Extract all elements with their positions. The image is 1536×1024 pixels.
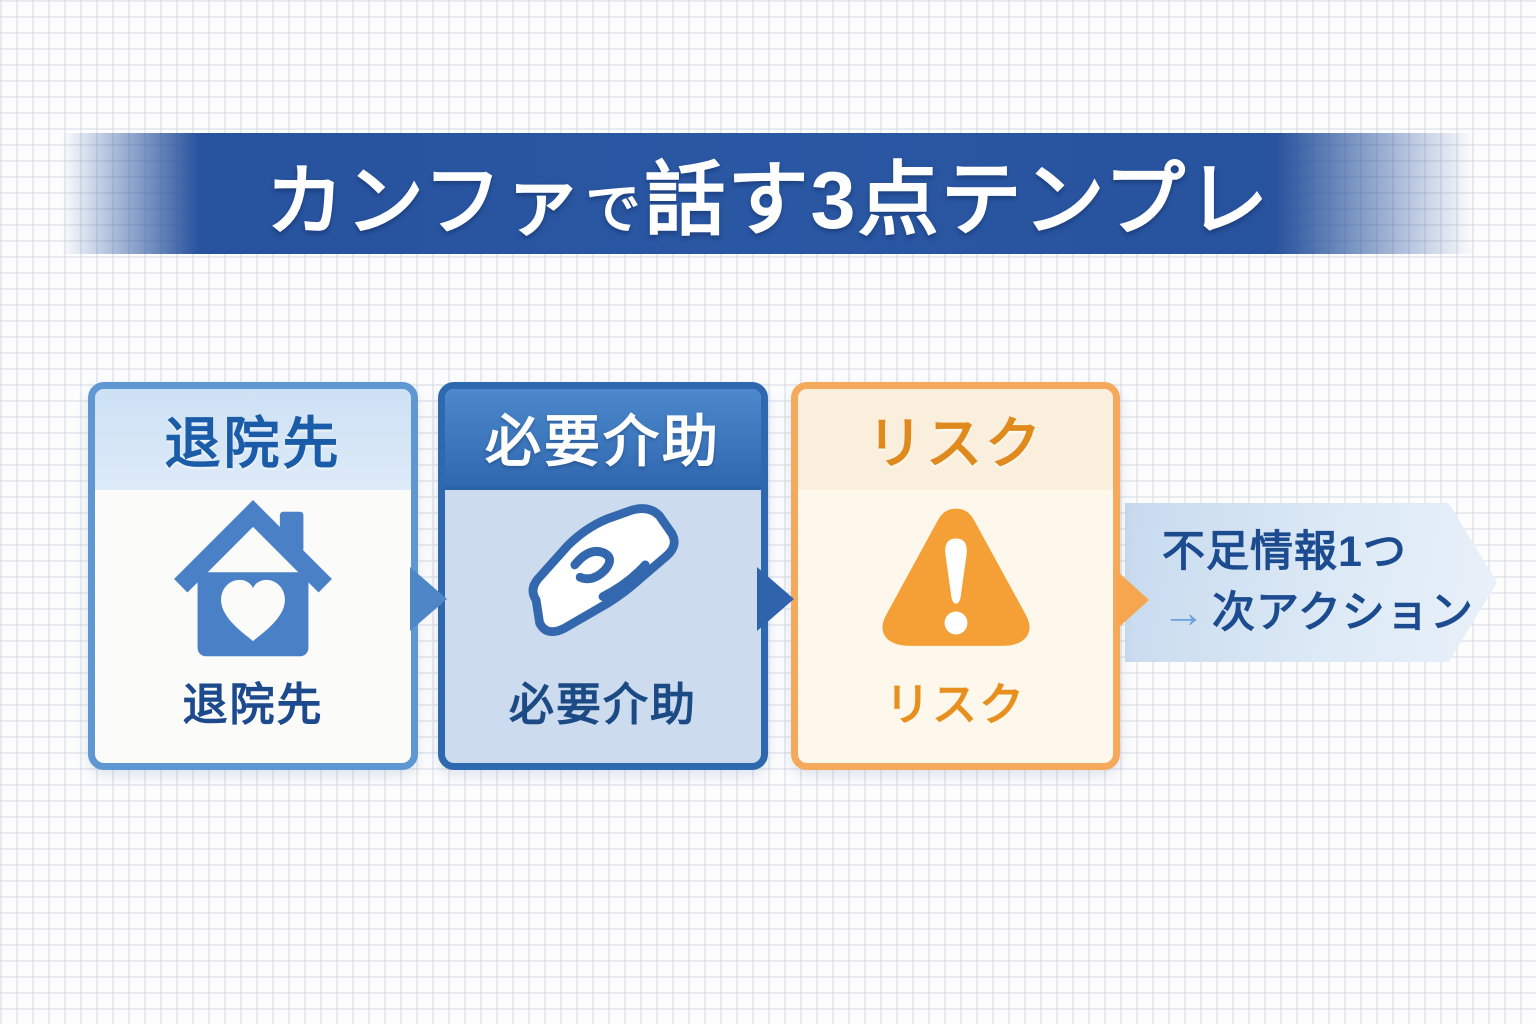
title-band: カンファ で 話す3点テンプレ — [0, 133, 1536, 254]
flow-arrow-1-icon — [410, 567, 447, 631]
card-assistance-label: 必要介助 — [508, 679, 697, 730]
card-discharge-destination: 退院先 退院先 — [88, 382, 418, 770]
outcome-line-1: 不足情報1つ — [1162, 527, 1407, 576]
helping-hand-icon — [515, 491, 691, 667]
card-risk-label: リスク — [884, 679, 1026, 730]
page-title: カンファ で 話す3点テンプレ — [266, 135, 1270, 252]
page-title-rest: 話す3点テンプレ — [644, 156, 1271, 246]
card-assistance-header: 必要介助 — [445, 389, 761, 490]
house-heart-icon — [169, 495, 337, 663]
page-title-particle: で — [585, 178, 643, 240]
outcome-line-2: →次アクション — [1162, 583, 1497, 644]
flow-arrow-2-icon — [757, 567, 794, 631]
card-risk: リスク リスク — [791, 382, 1120, 770]
card-discharge-header: 退院先 — [95, 389, 411, 490]
card-required-assistance: 必要介助 必要介助 — [438, 382, 768, 770]
card-risk-header: リスク — [798, 389, 1113, 490]
outcome-line-2-text: 次アクション — [1212, 588, 1474, 637]
right-arrow-icon: → — [1162, 588, 1206, 637]
card-assistance-body — [445, 490, 761, 668]
card-discharge-body — [95, 490, 411, 668]
flow-arrow-3-icon — [1117, 571, 1149, 629]
card-discharge-label: 退院先 — [182, 679, 324, 730]
card-risk-body — [798, 490, 1113, 668]
warning-triangle-icon — [868, 491, 1044, 667]
outcome-banner: 不足情報1つ →次アクション — [1125, 503, 1497, 662]
page-title-lead: カンファ — [265, 157, 584, 245]
